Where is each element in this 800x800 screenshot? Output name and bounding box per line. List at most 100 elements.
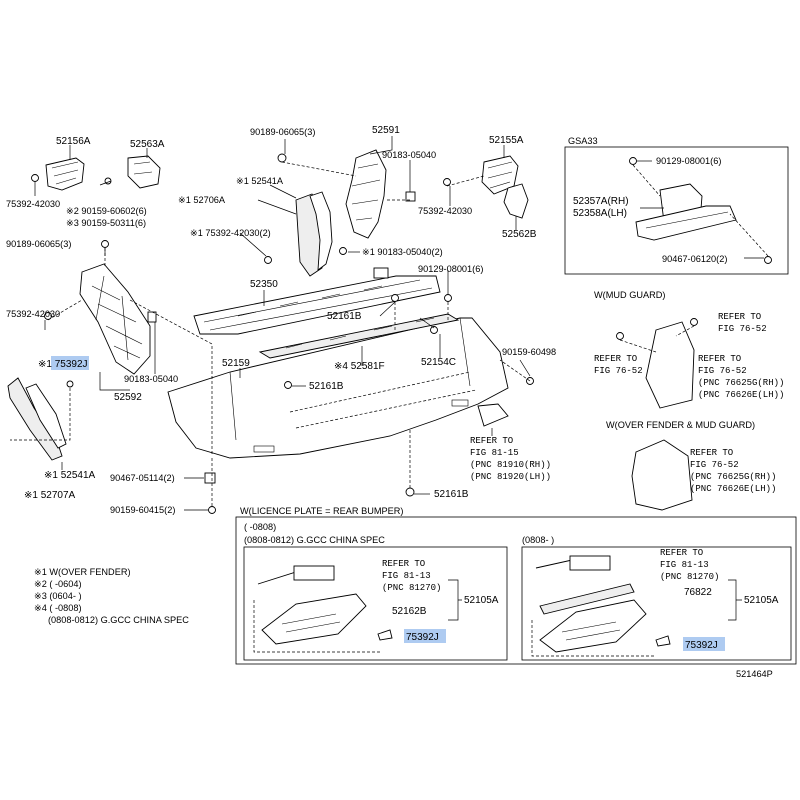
label-52706a[interactable]: ※1 52706A (178, 195, 226, 205)
nut-90467-05114[interactable] (204, 472, 216, 484)
label-52541a-center[interactable]: ※1 52541A (236, 176, 284, 186)
part-52562b[interactable] (503, 183, 529, 219)
refer-81-15-line2[interactable]: FIG 81-15 (470, 448, 519, 458)
label-90183-05040-a[interactable]: 90183-05040 (382, 150, 436, 160)
label-75392j-licence-left[interactable]: 75392J (406, 632, 439, 643)
label-52105a-left[interactable]: 52105A (464, 595, 499, 606)
screw-90159-60415[interactable] (208, 506, 216, 514)
label-52707a[interactable]: ※1 52707A (24, 490, 76, 501)
clip-90189-06065-center[interactable] (277, 153, 287, 163)
mud-guard-refer-pnc-1[interactable]: REFER TO (698, 354, 741, 364)
label-90189-06065-b[interactable]: 90189-06065(3) (250, 127, 315, 137)
label-52562b[interactable]: 52562B (502, 229, 537, 240)
clip-52161b-bottom[interactable] (405, 487, 415, 497)
label-52350[interactable]: 52350 (250, 279, 278, 290)
part-52156a[interactable] (45, 157, 85, 191)
licence-right-refer-2[interactable]: FIG 81-13 (660, 560, 709, 570)
part-52162b-left[interactable] (261, 593, 367, 645)
label-90183-05040-b[interactable]: ※1 90183-05040(2) (362, 247, 443, 257)
label-90183-05040-c[interactable]: 90183-05040 (124, 374, 178, 384)
mud-guard-refer-left-1[interactable]: REFER TO (594, 354, 637, 364)
licence-left-refer-3: (PNC 81270) (382, 583, 441, 593)
screw-90129-08001[interactable] (444, 294, 452, 302)
mud-guard-screw-r[interactable] (690, 318, 698, 326)
label-52357a[interactable]: 52357A(RH) (573, 196, 629, 207)
clip-90189-06065-a[interactable] (101, 240, 109, 248)
part-52159[interactable] (167, 317, 509, 459)
part-52350[interactable] (193, 275, 441, 335)
refer-81-15-line1[interactable]: REFER TO (470, 436, 513, 446)
label-90159-50311[interactable]: ※3 90159-50311(6) (66, 218, 146, 228)
part-52581f[interactable] (258, 313, 460, 359)
nut-90467-06120[interactable] (764, 256, 772, 264)
mud-guard-refer-pnc-2[interactable]: FIG 76-52 (698, 366, 747, 376)
mud-guard-refer-pnc-3: (PNC 76625G(RH)) (698, 378, 784, 388)
mud-guard-refer-pnc-4: (PNC 76626E(LH)) (698, 390, 784, 400)
licence-left-refer-2[interactable]: FIG 81-13 (382, 571, 431, 581)
label-90189-06065-a[interactable]: 90189-06065(3) (6, 239, 71, 249)
mud-guard-screw-l[interactable] (616, 332, 624, 340)
label-75392j-licence-right[interactable]: 75392J (685, 640, 718, 651)
clip-90183-05040-left[interactable] (147, 311, 157, 323)
label-90129-08001-a[interactable]: 90129-08001(6) (418, 264, 483, 274)
screw-75392-42030-a[interactable] (31, 174, 39, 182)
licence-left-refer-1[interactable]: REFER TO (382, 559, 425, 569)
label-52162b[interactable]: 52162B (392, 606, 427, 617)
label-90467-06120[interactable]: 90467-06120(2) (662, 254, 727, 264)
licence-right-refer-1[interactable]: REFER TO (660, 548, 703, 558)
over-fender-refer-1[interactable]: REFER TO (690, 448, 733, 458)
part-76822[interactable] (539, 583, 635, 615)
legend-5: (0808-0812) G.GCC CHINA SPEC (48, 615, 189, 625)
label-75392-42030-b[interactable]: 75392-42030 (418, 206, 472, 216)
part-52541a-left[interactable] (25, 383, 67, 449)
part-52592[interactable] (79, 263, 151, 375)
clip-75392j-licence-right[interactable] (655, 635, 671, 647)
mud-guard-refer-right-1[interactable]: REFER TO (718, 312, 761, 322)
label-75392-42030-c[interactable]: ※1 75392-42030(2) (190, 228, 271, 238)
licence-left-sub: (0808-0812) G.GCC CHINA SPEC (244, 535, 385, 545)
label-90159-60415[interactable]: 90159-60415(2) (110, 505, 175, 515)
label-76822[interactable]: 76822 (684, 587, 712, 598)
label-52563a[interactable]: 52563A (130, 139, 165, 150)
label-52159[interactable]: 52159 (222, 358, 250, 369)
label-52105a-right[interactable]: 52105A (744, 595, 779, 606)
label-52591[interactable]: 52591 (372, 125, 400, 136)
screw-75392-42030-left[interactable] (44, 312, 52, 320)
clip-52154c[interactable] (430, 326, 438, 334)
label-75392j-left[interactable]: ※1 75392J (38, 359, 88, 370)
clip-90183-05040-top[interactable] (405, 191, 416, 202)
label-90467-05114[interactable]: 90467-05114(2) (110, 473, 175, 483)
label-52161b-b[interactable]: 52161B (309, 381, 344, 392)
label-90159-60602[interactable]: ※2 90159-60602(6) (66, 206, 147, 216)
part-52591[interactable] (345, 149, 387, 239)
label-52541a-left[interactable]: ※1 52541A (44, 470, 96, 481)
label-52161b-c[interactable]: 52161B (434, 489, 469, 500)
screw-75392-42030-right[interactable] (443, 178, 451, 186)
over-fender-refer-2[interactable]: FIG 76-52 (690, 460, 739, 470)
clip-52161b-mid[interactable] (284, 381, 292, 389)
label-52161b-a[interactable]: 52161B (327, 311, 362, 322)
label-90129-08001-b[interactable]: 90129-08001(6) (656, 156, 721, 166)
part-52541a-center[interactable] (309, 191, 333, 271)
label-52155a[interactable]: 52155A (489, 135, 524, 146)
screw-90129-08001-gsa[interactable] (629, 157, 637, 165)
label-52156a[interactable]: 52156A (56, 136, 91, 147)
label-52358a[interactable]: 52358A(LH) (573, 208, 627, 219)
screw-75392-42030-center[interactable] (264, 256, 272, 264)
mud-guard-upper[interactable] (645, 321, 695, 409)
label-75392-42030-a[interactable]: 75392-42030 (6, 199, 60, 209)
clip-75392j-licence-left[interactable] (377, 629, 393, 641)
clip-90183-05040-center[interactable] (339, 247, 347, 255)
mud-guard-refer-right-2[interactable]: FIG 76-52 (718, 324, 767, 334)
part-52707a[interactable] (7, 377, 63, 461)
clip-75392j-left[interactable] (66, 380, 74, 388)
part-52563a[interactable] (127, 155, 161, 189)
label-90159-60498[interactable]: 90159-60498 (502, 347, 556, 357)
clip-52161b-top[interactable] (391, 294, 399, 302)
mud-guard-lower[interactable] (631, 439, 693, 511)
label-52581f[interactable]: ※4 52581F (334, 361, 385, 372)
label-75392-42030-d[interactable]: 75392-42030 (6, 309, 60, 319)
mud-guard-refer-left-2[interactable]: FIG 76-52 (594, 366, 643, 376)
label-52154c[interactable]: 52154C (421, 357, 456, 368)
label-52592[interactable]: 52592 (114, 392, 142, 403)
